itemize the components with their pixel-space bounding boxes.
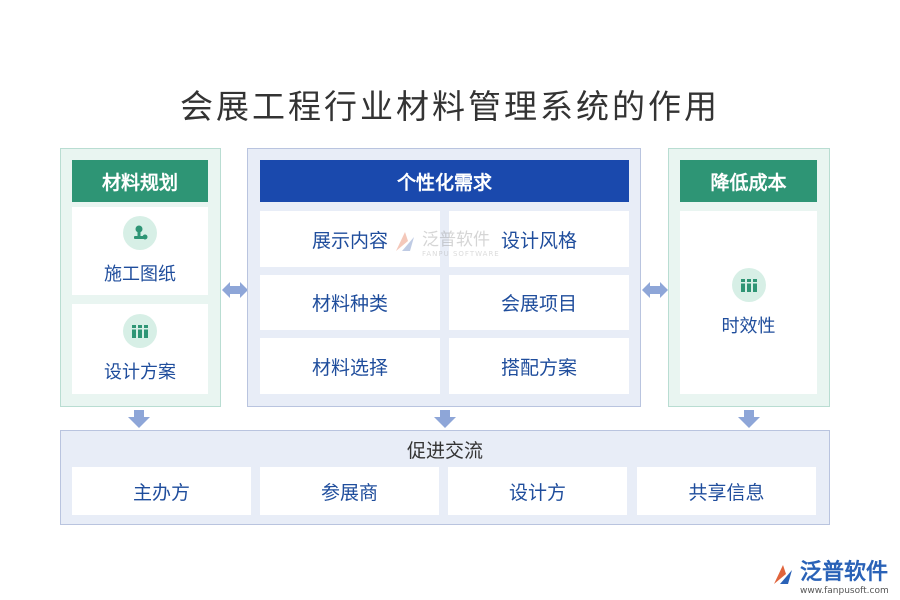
down-arrow-icon bbox=[128, 410, 150, 428]
down-arrow-icon bbox=[738, 410, 760, 428]
stamp-icon bbox=[123, 216, 157, 250]
center-item: 材料种类 bbox=[260, 275, 440, 330]
center-item: 会展项目 bbox=[449, 275, 629, 330]
down-arrow-icon bbox=[434, 410, 456, 428]
fanpu-logo-icon bbox=[396, 231, 414, 251]
double-arrow-icon bbox=[222, 282, 248, 298]
right-item-1: 时效性 bbox=[680, 211, 817, 394]
right-item-1-label: 时效性 bbox=[721, 315, 776, 337]
center-item: 展示内容 bbox=[260, 211, 440, 267]
page-title: 会展工程行业材料管理系统的作用 bbox=[180, 87, 720, 126]
left-item-2: 设计方案 bbox=[72, 304, 208, 394]
brand-logo: 泛普软件 www.fanpusoft.com bbox=[770, 554, 889, 596]
double-arrow-icon bbox=[642, 282, 668, 298]
bottom-item: 设计方 bbox=[448, 467, 627, 515]
left-item-2-label: 设计方案 bbox=[104, 362, 176, 383]
bottom-item: 主办方 bbox=[72, 467, 251, 515]
left-panel-header: 材料规划 bbox=[72, 160, 208, 202]
binders-icon bbox=[123, 314, 157, 348]
center-item: 设计风格 bbox=[449, 211, 629, 267]
bottom-panel-title: 促进交流 bbox=[406, 440, 483, 462]
bottom-item: 参展商 bbox=[260, 467, 439, 515]
left-item-1-label: 施工图纸 bbox=[104, 264, 176, 285]
fanpu-logo-icon bbox=[774, 565, 792, 584]
center-item: 材料选择 bbox=[260, 338, 440, 394]
center-panel-header: 个性化需求 bbox=[260, 160, 629, 202]
brand-url: www.fanpusoft.com bbox=[800, 586, 889, 596]
watermark: 泛普软件 FANPU SOFTWARE bbox=[392, 225, 500, 258]
bottom-item: 共享信息 bbox=[637, 467, 816, 515]
brand-name: 泛普软件 bbox=[800, 560, 889, 585]
right-panel-header: 降低成本 bbox=[680, 160, 817, 202]
center-item: 搭配方案 bbox=[449, 338, 629, 394]
binders-icon bbox=[731, 267, 766, 302]
watermark-sub: FANPU SOFTWARE bbox=[422, 250, 500, 258]
watermark-name: 泛普软件 bbox=[422, 230, 490, 250]
left-item-1: 施工图纸 bbox=[72, 207, 208, 295]
